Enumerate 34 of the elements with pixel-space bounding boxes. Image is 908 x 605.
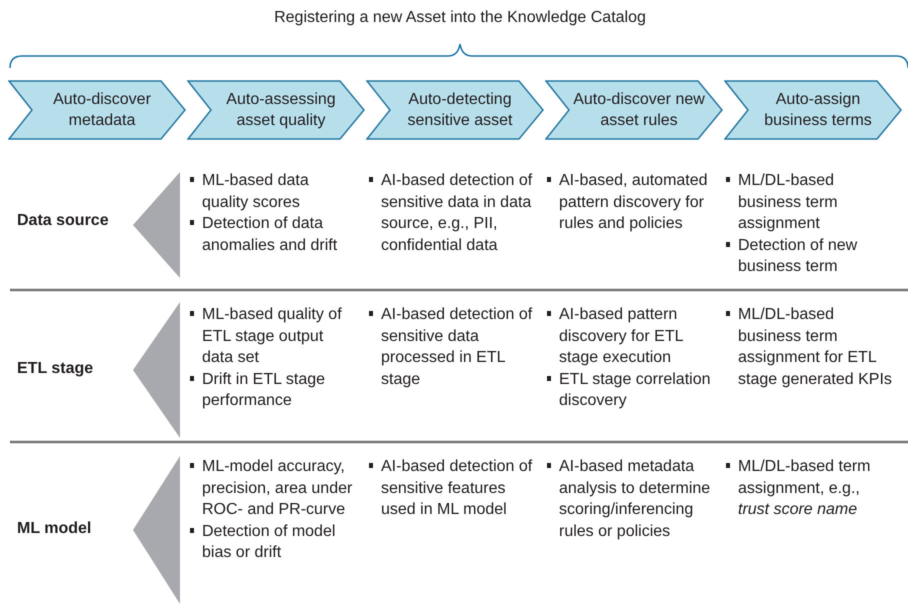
bullet-item: AI-based detection of sensitive data processed in ETL stage bbox=[368, 304, 534, 390]
bullet-item: ML/DL-based business term assignment bbox=[725, 170, 895, 234]
bullet-item: ML-model accuracy, precision, area under ROC- and PR-curve bbox=[189, 456, 355, 520]
bullet-item: ML-based data quality scores bbox=[189, 170, 355, 213]
bullet-item: Drift in ETL stage performance bbox=[189, 368, 355, 412]
pointer-triangle bbox=[133, 456, 180, 604]
bullet-item: Detection of new business term bbox=[725, 234, 895, 278]
diagram-title: Registering a new Asset into the Knowledge Catalog bbox=[273, 9, 647, 27]
bullet-item: ML/DL-based business term assignment for ETL stage generated KPIs bbox=[725, 304, 895, 390]
step-label: Auto-assign business terms bbox=[763, 90, 873, 131]
bullet-item: Detection of data anomalies and drift bbox=[189, 213, 355, 256]
bullet-item: AI-based, automated pattern discovery for rules and policies bbox=[546, 170, 714, 234]
bullet-item: AI-based detection of sensitive features used in ML model bbox=[368, 456, 534, 520]
process-step bbox=[187, 80, 365, 140]
row-heading: ML model bbox=[17, 520, 92, 538]
step-label: Auto-discover new asset rules bbox=[572, 90, 706, 131]
bullet-item: AI-based metadata analysis to determine scoring/inferencing rules or policies bbox=[546, 456, 714, 542]
pointer-triangle bbox=[133, 302, 180, 438]
process-step bbox=[8, 80, 186, 140]
bullet-item: AI-based detection of sensitive data in data source, e.g., PII, confidential data bbox=[368, 170, 534, 256]
bullet-item: ML/DL-based term assignment, e.g., trust score name bbox=[725, 456, 895, 520]
pointer-triangle bbox=[133, 172, 180, 278]
row-heading: Data source bbox=[17, 212, 109, 230]
row-heading: ETL stage bbox=[17, 360, 94, 378]
bullet-item: ML-based quality of ETL stage output data set bbox=[189, 304, 355, 368]
bullet-item: Detection of model bias or drift bbox=[189, 520, 355, 564]
process-step bbox=[366, 80, 544, 140]
process-step bbox=[545, 80, 723, 140]
bullet-item: ETL stage correlation discovery bbox=[546, 368, 714, 412]
step-label: Auto-discover metadata bbox=[52, 90, 152, 131]
process-step bbox=[724, 80, 902, 140]
step-label: Auto-detecting sensitive asset bbox=[406, 90, 514, 131]
bullet-item: AI-based pattern discovery for ETL stage execution bbox=[546, 304, 714, 368]
step-label: Auto-assessing asset quality bbox=[225, 90, 337, 131]
